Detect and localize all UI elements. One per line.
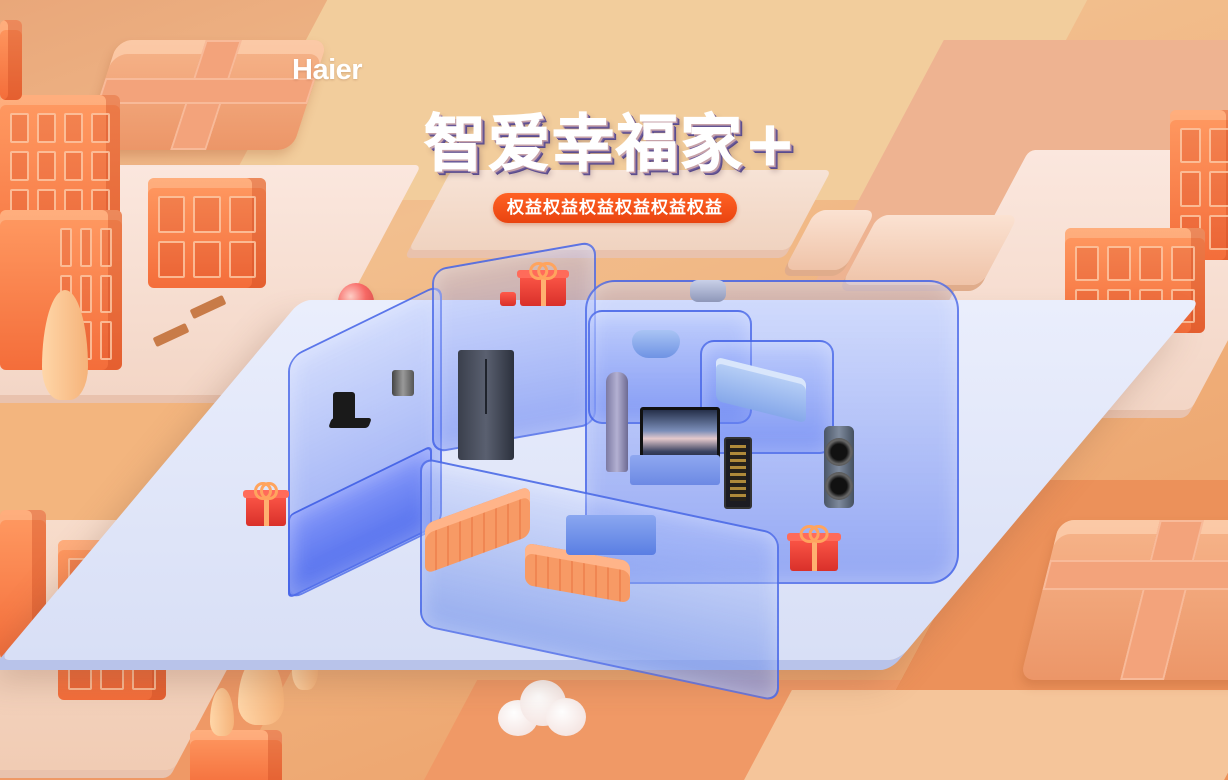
wine-cabinet-icon: [724, 437, 752, 509]
wall-air-conditioner-icon: [690, 280, 726, 302]
refrigerator-icon: [458, 350, 514, 460]
gift-box-icon: [787, 525, 841, 571]
building: [0, 20, 22, 100]
headline: 智爱幸福家+: [423, 106, 798, 182]
benefit-pill: 权益权益权益权益权益权益: [493, 193, 737, 223]
storage-room: [432, 240, 596, 454]
gift-box-icon: [517, 262, 569, 306]
air-conditioner-icon: [606, 372, 628, 472]
building: [148, 178, 266, 288]
gift-box-icon: [243, 482, 289, 526]
building: [1170, 110, 1228, 260]
cooktop-icon: [328, 418, 372, 428]
headline-plus: +: [744, 107, 798, 181]
cloud-icon: [498, 680, 588, 740]
water-purifier-icon: [392, 370, 414, 396]
floor-step: [566, 515, 656, 555]
washer-dryer-icon: [824, 426, 854, 508]
building: [190, 730, 282, 780]
headline-text: 智爱幸福家: [423, 107, 745, 181]
bathtub-icon: [632, 330, 680, 358]
tree-icon: [210, 688, 234, 736]
tv-cabinet: [630, 455, 720, 485]
haier-logo: Haier: [292, 54, 363, 86]
tree-icon: [238, 655, 284, 725]
range-hood-icon: [333, 392, 355, 422]
gift-box-icon: [500, 290, 516, 306]
floor-tile: [728, 690, 1228, 780]
